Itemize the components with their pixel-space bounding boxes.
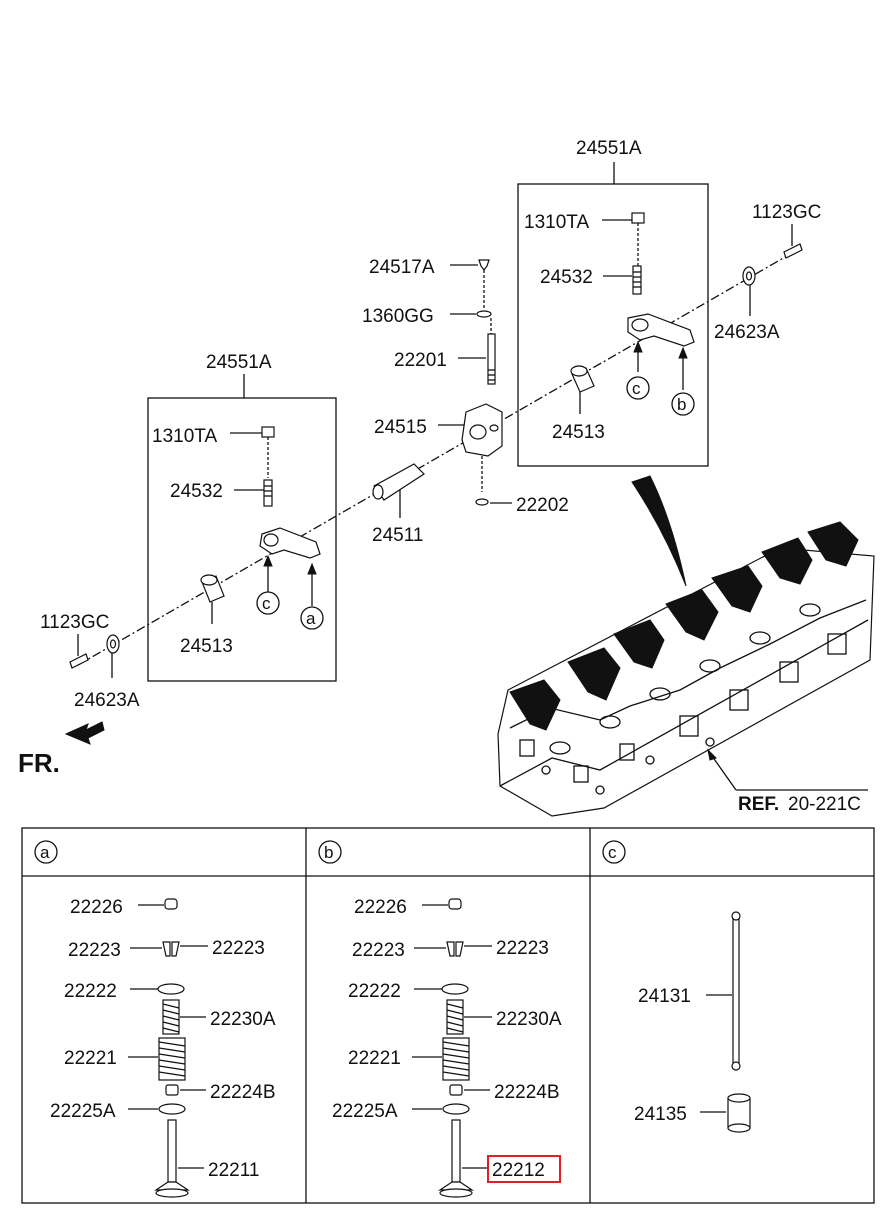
panel-b-valve-label: 22212 xyxy=(492,1160,545,1181)
panel-b-seal-icon xyxy=(449,1084,463,1096)
panel-b-22226-label: 22226 xyxy=(354,897,407,918)
panel-b-22225a-label: 22225A xyxy=(332,1101,398,1122)
22201-label: 22201 xyxy=(394,350,447,371)
svg-text:b: b xyxy=(677,395,686,414)
22202-label: 22202 xyxy=(516,495,569,516)
24517a-label: 24517A xyxy=(369,257,435,278)
cylinder-head-icon xyxy=(497,521,875,817)
panel-b-mark xyxy=(318,840,342,864)
front-label: FR. xyxy=(18,748,60,778)
bolt-24517a-icon xyxy=(478,259,490,271)
panel-a-22221-label: 22221 xyxy=(64,1048,117,1069)
panel-b-22223-left-label: 22223 xyxy=(352,940,405,961)
panel-b-valve-highlight xyxy=(487,1155,561,1183)
panel-a-22222-label: 22222 xyxy=(64,981,117,1002)
panel-a-22224b-label: 22224B xyxy=(210,1082,276,1103)
panel-b-retainer-icon xyxy=(441,983,469,995)
callout-arrow-icon xyxy=(631,475,687,587)
panel-b-tip-icon xyxy=(448,898,462,910)
panel-b-valve-icon xyxy=(438,1119,474,1198)
svg-text:c: c xyxy=(632,379,641,398)
pushrod-24131-icon xyxy=(731,911,741,1071)
panel-a-22223-left-label: 22223 xyxy=(68,940,121,961)
washer-1360gg-icon xyxy=(476,310,492,318)
panel-a-outer-spring-icon xyxy=(158,1037,186,1081)
24131-label: 24131 xyxy=(638,986,691,1007)
right-1310ta-label: 1310TA xyxy=(524,212,589,233)
panel-c-mark xyxy=(602,840,626,864)
left-24623a-label: 24623A xyxy=(74,690,140,711)
right-24532-label: 24532 xyxy=(540,267,593,288)
left-mark-c xyxy=(256,591,280,615)
left-group-title: 24551A xyxy=(206,352,272,373)
panel-b-seat-icon xyxy=(442,1103,470,1115)
shaft-centerline xyxy=(77,252,793,666)
tappet-24135-icon xyxy=(727,1093,751,1133)
left-1310ta-label: 1310TA xyxy=(152,426,217,447)
right-24623a-label: 24623A xyxy=(714,322,780,343)
panel-a-22223-right-label: 22223 xyxy=(212,938,265,959)
long-bolt-22201-icon xyxy=(487,333,496,385)
panel-a-inner-spring-icon xyxy=(162,999,180,1035)
panel-b-22221-label: 22221 xyxy=(348,1048,401,1069)
panel-a-valve-icon xyxy=(154,1119,190,1198)
panel-b-collet-left-icon xyxy=(446,941,455,957)
svg-text:c: c xyxy=(608,843,617,862)
panel-a-seat-icon xyxy=(158,1103,186,1115)
24135-label: 24135 xyxy=(634,1104,687,1125)
svg-text:b: b xyxy=(324,843,333,862)
ref-label-bold: REF. xyxy=(738,794,779,815)
left-24513-label: 24513 xyxy=(180,636,233,657)
right-group-title: 24551A xyxy=(576,138,642,159)
panel-a-valve-label: 22211 xyxy=(208,1160,259,1181)
svg-text:c: c xyxy=(262,594,271,613)
panel-a-collet-right-icon xyxy=(171,941,180,957)
panel-a: a 22226 22223 22223 22222 22230A 22221 2… xyxy=(34,840,276,1198)
panel-a-22230a-label: 22230A xyxy=(210,1009,276,1030)
1360gg-label: 1360GG xyxy=(362,306,434,327)
ref-label-number: 20-221C xyxy=(788,794,861,815)
left-24532-label: 24532 xyxy=(170,481,223,502)
panel-b-inner-spring-icon xyxy=(446,999,464,1035)
right-mark-b xyxy=(671,392,695,416)
left-group-box xyxy=(147,397,337,682)
panel-a-collet-left-icon xyxy=(162,941,171,957)
panel-c: c 24131 24135 xyxy=(602,840,751,1133)
panel-a-22225a-label: 22225A xyxy=(50,1101,116,1122)
svg-text:a: a xyxy=(40,843,50,862)
panel-b-22223-right-label: 22223 xyxy=(496,938,549,959)
right-bolt-icon xyxy=(783,243,803,259)
right-1123gc-label: 1123GC xyxy=(752,202,821,223)
panel-a-retainer-icon xyxy=(157,983,185,995)
24515-label: 24515 xyxy=(374,417,427,438)
right-adjust-nut-icon xyxy=(631,212,645,224)
panel-a-seal-icon xyxy=(165,1084,179,1096)
right-group-box xyxy=(517,183,709,467)
pin-22202-icon xyxy=(475,498,489,506)
front-arrow-icon xyxy=(64,721,105,745)
panel-a-tip-icon xyxy=(164,898,178,910)
left-adjust-nut-icon xyxy=(261,426,275,438)
panel-b-22222-label: 22222 xyxy=(348,981,401,1002)
right-mark-c xyxy=(626,376,650,400)
panel-a-22226-label: 22226 xyxy=(70,897,123,918)
right-adjust-screw-icon xyxy=(632,265,642,295)
panel-b: b 22226 22223 22223 22222 22230A 22221 2… xyxy=(318,840,562,1198)
left-1123gc-label: 1123GC xyxy=(40,612,109,633)
right-24513-label: 24513 xyxy=(552,422,605,443)
left-bolt-icon xyxy=(69,653,89,669)
panel-b-22224b-label: 22224B xyxy=(494,1082,560,1103)
panel-b-collet-right-icon xyxy=(455,941,464,957)
left-adjust-screw-icon xyxy=(263,479,273,507)
24511-label: 24511 xyxy=(372,525,423,546)
panel-a-mark xyxy=(34,840,58,864)
panel-b-outer-spring-icon xyxy=(442,1037,470,1081)
panel-b-22230a-label: 22230A xyxy=(496,1009,562,1030)
detail-table xyxy=(21,827,875,1204)
svg-text:a: a xyxy=(306,609,316,628)
left-mark-a xyxy=(300,606,324,630)
